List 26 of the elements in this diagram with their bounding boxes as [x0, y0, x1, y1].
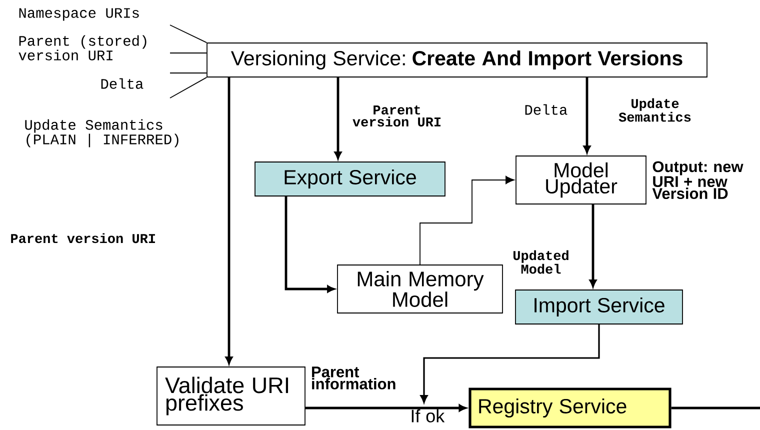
- arrow: [589, 204, 597, 288]
- process-box: Versioning Service: Create And Import Versions: [206, 42, 708, 78]
- note-text: If ok: [412, 409, 445, 422]
- note-text: Delta: [525, 104, 568, 115]
- arrow: [225, 77, 233, 364]
- arrow: [334, 77, 342, 160]
- note-text: Namespace URIs: [19, 8, 139, 21]
- process-box: Export Service: [254, 162, 446, 196]
- arrow: [420, 324, 600, 403]
- process-box: Import Service: [515, 290, 683, 324]
- process-box: Main Memory Model: [337, 264, 503, 314]
- process-box: Validate URI prefixes: [156, 366, 306, 426]
- edge-label: Update Semantics: [610, 98, 700, 122]
- note-text: Parent version URI: [11, 233, 155, 244]
- arrow: [305, 404, 466, 412]
- process-box: Registry Service: [468, 388, 672, 428]
- arrow: [583, 77, 591, 154]
- process-box: Model Updater: [516, 156, 646, 204]
- note-text: Delta: [101, 78, 144, 89]
- arrow: [420, 176, 514, 265]
- arrow: [284, 196, 335, 293]
- edge-label: Parent information: [311, 366, 401, 390]
- edge-label: Parent version URI: [345, 105, 449, 127]
- edge-label: Updated Model: [504, 250, 578, 274]
- note-text: Update Semantics (PLAIN | INFERRED): [25, 119, 178, 148]
- note-text: Parent (stored) version URI: [18, 35, 146, 60]
